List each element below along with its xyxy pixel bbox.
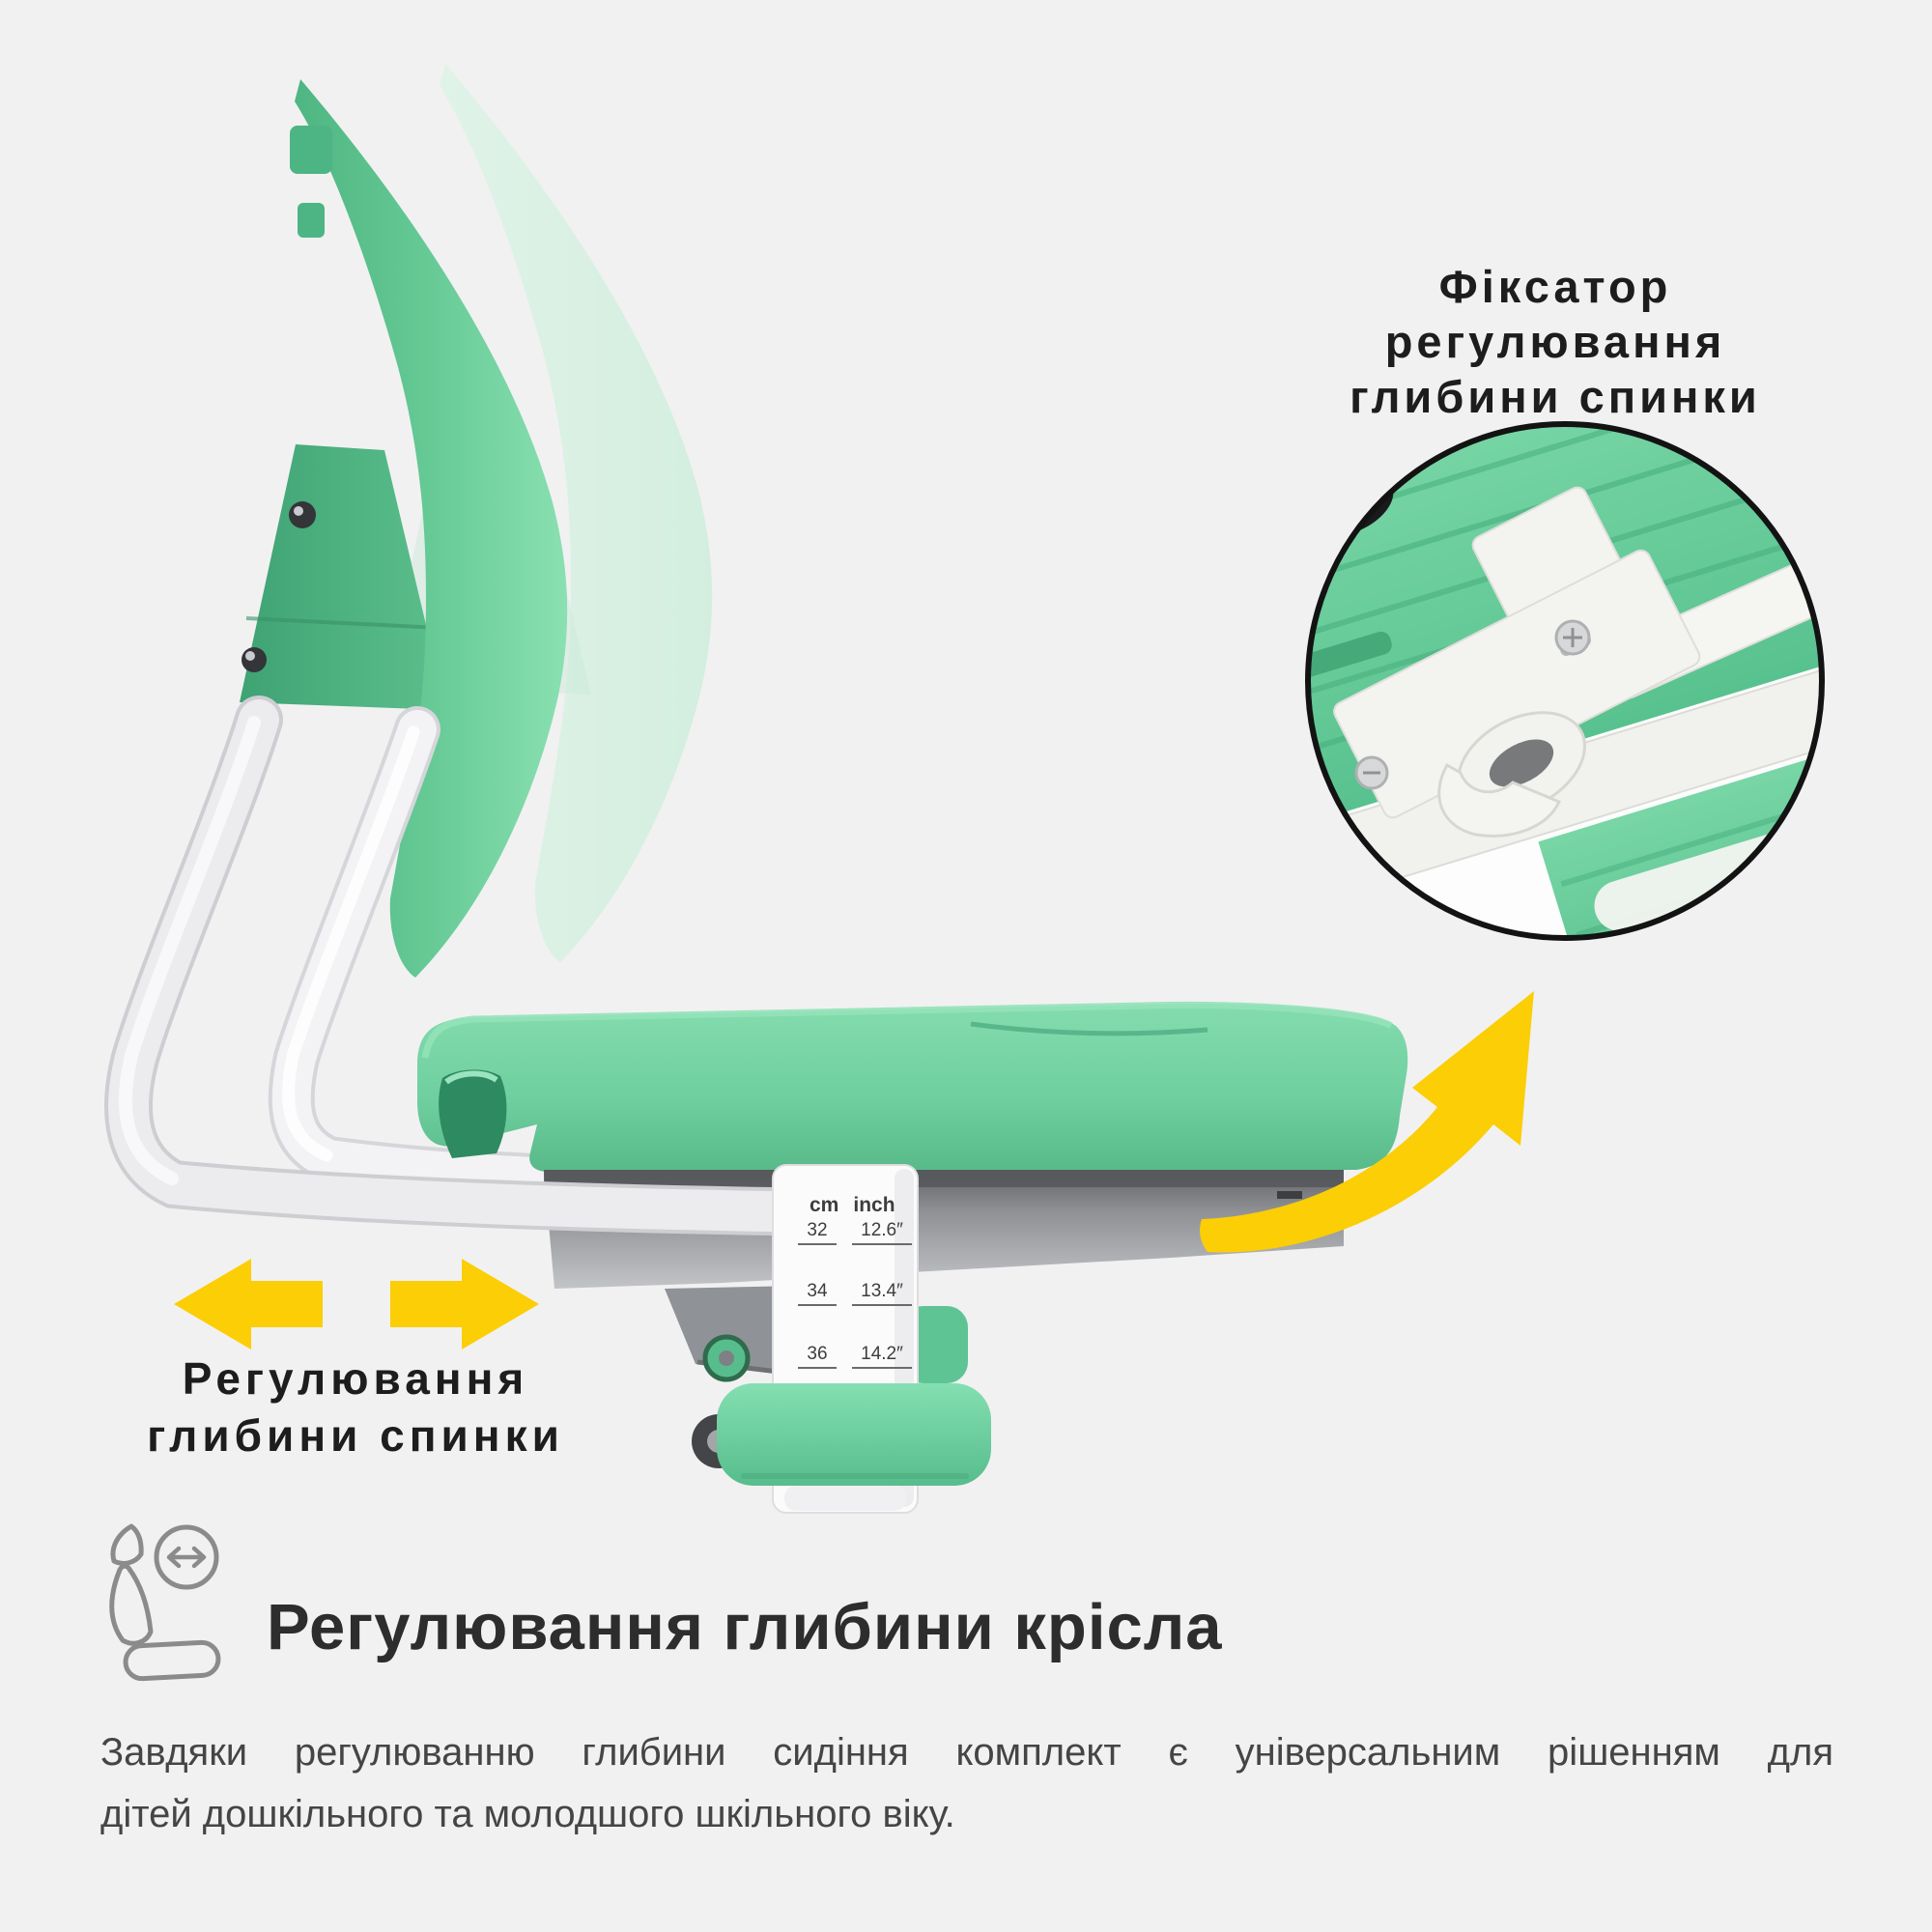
ruler-header: cm inch bbox=[810, 1194, 895, 1217]
arrow-left-icon bbox=[174, 1259, 323, 1350]
ruler-cm-value: 36 bbox=[798, 1344, 837, 1369]
back-depth-arrows bbox=[174, 1259, 539, 1350]
ruler-cm-header: cm bbox=[810, 1194, 839, 1216]
callout-back-line2: глибини спинки bbox=[147, 1410, 564, 1461]
seat-depth-icon bbox=[109, 1523, 221, 1682]
section-body: Завдяки регулюванню глибини сидіння комп… bbox=[100, 1721, 1833, 1845]
ruler-row: 36 14.2″ bbox=[798, 1344, 912, 1369]
ruler-row: 32 12.6″ bbox=[798, 1220, 912, 1245]
callout-lock-line3: глибини спинки bbox=[1350, 371, 1761, 422]
ruler-inch-value: 14.2″ bbox=[852, 1344, 912, 1369]
ruler-inch-header: inch bbox=[853, 1194, 895, 1216]
backrest-bolts bbox=[242, 501, 316, 672]
ruler-cm-value: 34 bbox=[798, 1281, 837, 1306]
frame-tube-inner bbox=[268, 706, 649, 1204]
callout-lock-line1: Фіксатор bbox=[1438, 261, 1672, 312]
clamp-collar bbox=[692, 1383, 991, 1511]
callout-backrest-lock: Фіксатор регулювання глибини спинки bbox=[1275, 259, 1835, 424]
height-ruler: cm inch 32 12.6″ 34 13.4″ 36 14.2″ bbox=[773, 1164, 937, 1406]
section-body-line1: Завдяки регулюванню глибини сидіння комп… bbox=[100, 1731, 1833, 1774]
callout-lock-line2: регулювання bbox=[1384, 316, 1726, 367]
section-title: Регулювання глибини крісла bbox=[267, 1591, 1223, 1663]
curved-arrow-icon bbox=[1200, 991, 1534, 1253]
ruler-inch-value: 13.4″ bbox=[852, 1281, 912, 1306]
ruler-inch-value: 12.6″ bbox=[852, 1220, 912, 1245]
callout-back-line1: Регулювання bbox=[182, 1353, 529, 1404]
arrow-right-icon bbox=[390, 1259, 539, 1350]
ruler-row: 34 13.4″ bbox=[798, 1281, 912, 1306]
section-body-line2: дітей дошкільного та молодшого шкільного… bbox=[100, 1793, 955, 1835]
callout-backrest-depth: Регулювання глибини спинки bbox=[104, 1350, 607, 1464]
backrest bbox=[290, 79, 568, 978]
frame-tube-outer bbox=[104, 696, 797, 1236]
seat bbox=[417, 1001, 1408, 1175]
ruler-cm-value: 32 bbox=[798, 1220, 837, 1245]
inset-screws bbox=[1354, 619, 1591, 790]
inset-lock-lever bbox=[1457, 711, 1586, 815]
